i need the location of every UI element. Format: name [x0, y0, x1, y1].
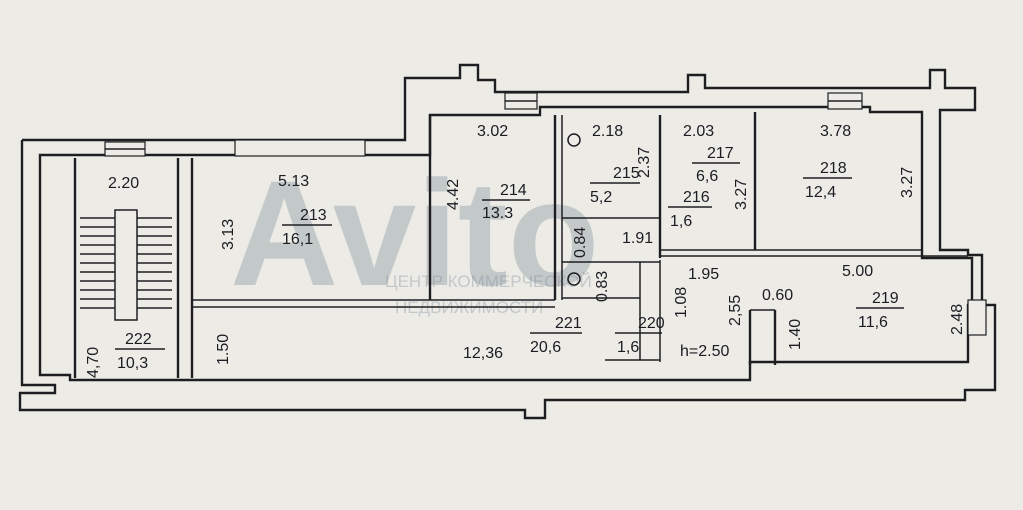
dim-label: 3.27 — [733, 179, 750, 210]
room-219-area: 11,6 — [858, 314, 888, 331]
dim-label: 2.37 — [636, 147, 653, 178]
room-217-number: 217 — [707, 145, 734, 162]
inner-wall-outline — [38, 105, 974, 382]
room-218-number: 218 — [820, 160, 847, 177]
room-216-number: 216 — [683, 189, 710, 206]
room-214-area: 13.3 — [482, 205, 513, 222]
dim-label: 0.84 — [572, 227, 589, 258]
dim-label: 2.48 — [949, 304, 966, 335]
dim-label: 2.18 — [592, 123, 623, 140]
watermark: Avito ЦЕНТР КОММЕРЧЕСКОЙ НЕДВИЖИМОСТИ — [230, 149, 599, 317]
dim-label: 12,36 — [463, 345, 503, 362]
fixtures — [567, 133, 581, 286]
room-219-number: 219 — [872, 290, 899, 307]
dim-label: 3.02 — [477, 123, 508, 140]
partitions — [73, 112, 968, 378]
ceiling-height: h=2.50 — [680, 343, 729, 360]
dim-label: 5.00 — [842, 263, 873, 280]
dim-label: 2.20 — [108, 175, 139, 192]
window — [967, 299, 987, 336]
room-220-number: 220 — [638, 315, 665, 332]
dim-label: 1.08 — [673, 287, 690, 318]
room-214-number: 214 — [500, 182, 527, 199]
dimension-labels: 2.20 5.13 3.02 2.18 2.03 3.78 1.91 1.95 … — [85, 123, 966, 378]
dim-label: 4,70 — [85, 347, 102, 378]
room-222-number: 222 — [125, 331, 152, 348]
room-217-area: 6,6 — [696, 168, 718, 185]
room-222-area: 10,3 — [117, 355, 148, 372]
room-220-area: 1,6 — [617, 339, 639, 356]
dim-label: 4.42 — [445, 179, 462, 210]
dim-label: 3.27 — [899, 167, 916, 198]
dim-label: 3.13 — [220, 219, 237, 250]
toilet-icon — [567, 272, 581, 286]
windows — [104, 92, 987, 336]
window — [234, 139, 366, 157]
dim-label: 2.03 — [683, 123, 714, 140]
room-221-area: 20,6 — [530, 339, 561, 356]
stair-well — [114, 209, 138, 321]
staircase — [80, 209, 172, 321]
watermark-logo: Avito — [230, 149, 599, 317]
dim-label: 1.95 — [688, 266, 719, 283]
dim-label: 3.78 — [820, 123, 851, 140]
room-215-number: 215 — [613, 165, 640, 182]
dim-label: 5.13 — [278, 173, 309, 190]
room-215-area: 5,2 — [590, 189, 612, 206]
outer-wall-outline — [18, 63, 997, 420]
room-213-area: 16,1 — [282, 231, 313, 248]
dim-label: 0.83 — [594, 271, 611, 302]
dim-label: 1.50 — [215, 334, 232, 365]
room-221-number: 221 — [555, 315, 582, 332]
dim-label: 0.60 — [762, 287, 793, 304]
room-216-area: 1,6 — [670, 213, 692, 230]
room-213-number: 213 — [300, 207, 327, 224]
toilet-icon — [567, 133, 581, 147]
dim-label: 1.40 — [787, 319, 804, 350]
watermark-line-1: ЦЕНТР КОММЕРЧЕСКОЙ — [385, 272, 592, 291]
room-labels: 213 16,1 214 13.3 215 5,2 216 1,6 217 6,… — [115, 145, 904, 372]
dim-label: 1.91 — [622, 230, 653, 247]
room-218-area: 12,4 — [805, 184, 836, 201]
dim-label: 2,55 — [727, 295, 744, 326]
